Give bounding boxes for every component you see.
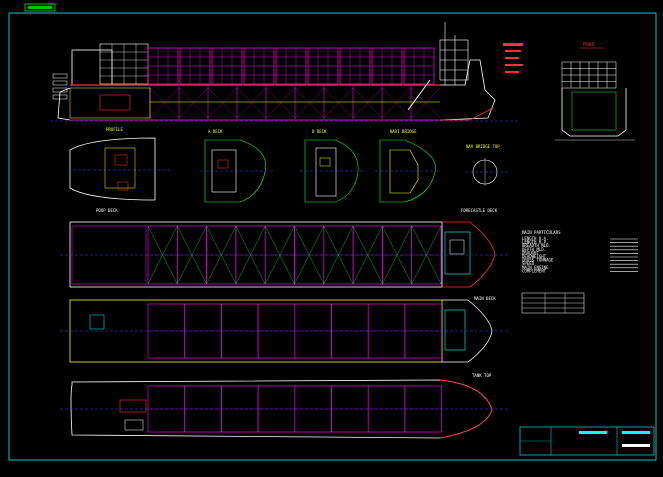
drawing-frame <box>8 12 657 461</box>
hold-diagonal <box>178 87 209 119</box>
hold-diagonal <box>207 87 238 119</box>
particulars-row-label: GROSS TONNAGE <box>522 258 554 263</box>
title-block <box>519 426 655 456</box>
hold-diagonal <box>410 87 441 119</box>
hold-diagonal <box>265 87 296 119</box>
particulars-title: MAIN PARTICULARS <box>522 230 561 235</box>
label-profile: PROFILE <box>106 127 123 132</box>
stern-outline <box>57 87 71 121</box>
label-main-deck: MAIN DECK <box>474 296 496 301</box>
label-tank-top: TANK TOP <box>472 373 492 378</box>
particulars-row-label: SPEED <box>522 261 535 266</box>
profile-view: PROFILE <box>50 22 523 132</box>
particulars-row-label: DRAUGHT <box>522 250 539 255</box>
hold-diagonal <box>381 87 412 119</box>
bulbous-bow <box>440 107 494 121</box>
poop-deck-plan <box>68 137 170 201</box>
label-nav-bridge-top: NAV BRIDGE TOP <box>466 144 500 149</box>
label-forecastle-deck: FORECASTLE DECK <box>461 208 498 213</box>
label-b-deck: B DECK <box>312 129 327 134</box>
main-deck-plan <box>60 299 510 363</box>
label-navi-bridge: NAVI BRIDGE <box>390 129 417 134</box>
hold-diagonal <box>236 87 267 119</box>
particulars-row-label: MAIN ENGINE <box>522 265 549 270</box>
particulars-row-label: DEPTH MLD. <box>522 247 546 252</box>
engine-room <box>69 87 151 119</box>
hold-diagonal <box>149 87 180 119</box>
particulars-row-label: LENGTH O.A. <box>522 236 549 241</box>
hold-diagonal <box>323 87 354 119</box>
b-deck-plan <box>300 139 365 203</box>
label-a-deck: A DECK <box>208 129 223 134</box>
bow-outline <box>439 59 496 121</box>
a-deck-plan <box>200 139 275 203</box>
nav-bridge-top-plan <box>465 158 510 186</box>
hold-diagonal <box>294 87 325 119</box>
bay-diagonal <box>294 225 324 285</box>
bay-diagonal <box>323 225 354 285</box>
capacity-table <box>521 292 585 314</box>
profile-container-stacks <box>147 47 435 85</box>
particulars-row-label: LENGTH B.P. <box>522 240 549 245</box>
label-front: FRONT <box>583 42 596 47</box>
particulars-row-label: DEADWEIGHT <box>522 254 547 259</box>
profile-hold-frames <box>149 86 441 119</box>
main-engine <box>99 94 131 111</box>
front-view: FRONT <box>555 42 635 141</box>
hold-section <box>571 91 617 131</box>
layout-tab-fill <box>28 6 52 9</box>
crane-jib <box>407 79 431 111</box>
layout-tab[interactable] <box>24 3 56 12</box>
main-particulars-table: MAIN PARTICULARS LENGTH O.A.LENGTH B.P.B… <box>522 230 638 273</box>
tank-top-plan <box>60 379 510 439</box>
particulars-row-label: BREADTH MLD. <box>522 243 551 248</box>
superstructure <box>71 49 113 86</box>
navi-bridge-plan <box>375 139 440 203</box>
particulars-row-label: COMPLEMENT <box>522 268 547 273</box>
midship-section <box>561 88 627 137</box>
upper-deck-plan <box>60 221 510 288</box>
label-poop-deck: POOP DECK <box>96 208 118 213</box>
front-container-grid <box>561 61 617 89</box>
bay-diagonal <box>265 225 295 285</box>
hold-diagonal <box>352 87 383 119</box>
